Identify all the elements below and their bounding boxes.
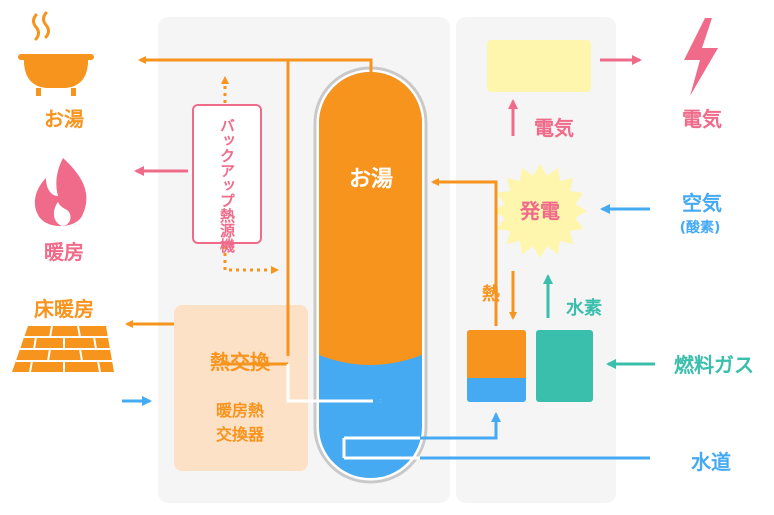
water-pipes [122,204,650,460]
oxygen-label: (酸素) [680,219,721,236]
generation-label: 発電 [519,199,560,223]
hot-water-out-label: お湯 [44,107,84,131]
electricity-panel [487,40,591,92]
water-supply-label: 水道 [691,450,731,474]
heating-label: 暖房 [44,240,84,264]
hydrogen-label: 水素 [566,297,602,319]
heat-electric-arrows [134,55,642,176]
hot-water-tank [313,66,428,484]
air-label: 空気 [682,191,722,215]
electricity-panel-label: 電気 [534,116,574,140]
heat-exchange-label: 熱交換 [210,350,271,374]
heat-exchanger-label-line1: 暖房熱 [216,401,264,420]
fuel-gas-label: 燃料ガス [674,353,754,377]
lightning-icon [684,18,718,96]
bathtub-icon [18,11,94,96]
backup-heater-box [192,104,262,244]
starburst-icon [493,164,587,258]
fuel-cell-heat-unit [467,330,526,402]
heat-exchanger-label-line2: 交換器 [216,425,265,444]
floor-heating-icon [12,325,114,373]
backup-heater-label: バックアップ熱源機 [218,118,236,254]
tank-hot-water-label: お湯 [349,167,393,192]
fuel-cell-hydrogen-unit [536,330,593,402]
flame-icon [34,158,87,227]
hot-water-pipes [125,56,517,366]
floor-heating-label: 床暖房 [34,297,94,321]
fuel-arrows [543,274,655,369]
heat-label: 熱 [482,283,500,305]
electricity-out-label: 電気 [682,107,722,131]
heat-exchanger-box [174,305,308,471]
